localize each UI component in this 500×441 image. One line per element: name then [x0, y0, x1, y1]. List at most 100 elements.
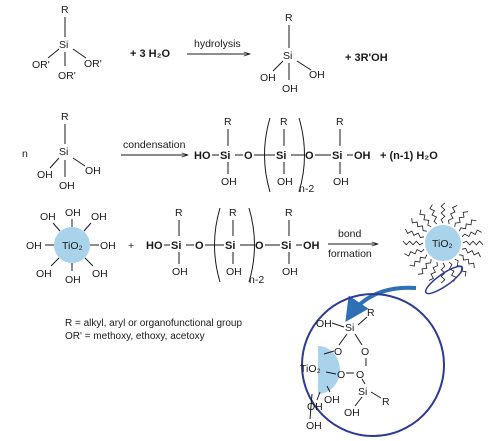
r-label: R [336, 116, 344, 128]
grafted-chain [459, 254, 475, 269]
grafted-chain [440, 202, 446, 224]
repeat-bracket-right [298, 117, 305, 193]
r-label: R [285, 12, 293, 24]
grafted-chain [409, 254, 428, 267]
si-atom: Si [171, 240, 181, 252]
r-label: R [61, 4, 69, 16]
si-atom: Si [283, 50, 292, 62]
zoom-circle [301, 293, 445, 437]
arrow-label-formation: formation [328, 248, 372, 260]
oh-group-left: OH [260, 72, 276, 84]
reaction-hydrolysis: R Si OR' OR' OR' + 3 H₂O hydrolysis R Si… [32, 4, 388, 95]
plus-sign: + [128, 240, 134, 252]
arrow-label-condensation: condensation [123, 139, 186, 151]
repeat-subscript: n-2 [299, 183, 314, 195]
si-atom: Si [59, 39, 68, 51]
arrow-label-bond: bond [338, 228, 362, 240]
particle-label: TiO₂ [62, 240, 83, 252]
hydroxyl: OH [92, 268, 108, 280]
repeat-subscript: n-2 [249, 274, 264, 286]
siloxane-chain: HO Si O Si O Si OH R OH R OH R OH [194, 116, 371, 195]
or-group-right: OR' [84, 58, 102, 70]
or-group-bottom: OR' [58, 70, 76, 82]
tio2-hydroxylated-particle: TiO₂ OH OH OH OH OH OH OH OH [26, 207, 116, 286]
grafted-chain [405, 228, 425, 238]
reaction-condensation: n R Si OH OH OH condensation HO Si O Si … [22, 111, 438, 195]
hydroxyl: OH [65, 274, 81, 286]
oh-group: OH [306, 420, 322, 432]
grafted-chain [411, 217, 427, 232]
grafted-chain [454, 258, 467, 277]
stoichiometric-coefficient: n [22, 148, 28, 160]
bond [272, 60, 284, 72]
oh-group-left: OH [37, 169, 53, 181]
si-atom: Si [332, 150, 342, 162]
bridging-oxygen: O [195, 240, 204, 252]
bridging-oxygen: O [337, 369, 345, 381]
oh-group: OH [226, 266, 242, 278]
r-label: R [61, 111, 69, 123]
silanol-monomer: R Si OH OH OH [37, 111, 101, 192]
grafted-chains [402, 202, 484, 284]
bond [296, 60, 312, 71]
repeat-bracket-left [214, 207, 221, 283]
grafted-chain [402, 240, 424, 246]
hydroxyl: OH [65, 207, 81, 219]
r-label: R [382, 396, 390, 408]
si-atom: Si [220, 150, 230, 162]
grafted-chain [428, 261, 438, 281]
si-atom: Si [59, 146, 68, 158]
oh-group-bottom: OH [282, 83, 298, 95]
or-group-left: OR' [32, 59, 50, 71]
particle-label: TiO₂ [300, 363, 321, 375]
hydroxyl: OH [91, 211, 107, 223]
bond [49, 157, 60, 169]
grafted-chain [417, 259, 432, 275]
r-label: R [175, 207, 183, 219]
bridging-oxygen: O [305, 150, 314, 162]
functionalized-particle: TiO₂ [402, 202, 484, 295]
grafted-chain [454, 211, 469, 227]
tio2-surface [318, 346, 340, 394]
oh-group: OH [333, 176, 349, 188]
particle-label: TiO₂ [432, 238, 453, 250]
water-byproduct: + (n-1) H₂O [380, 150, 438, 162]
hydroxyl: OH [40, 211, 56, 223]
tio2-particle [54, 227, 90, 263]
si-atom: Si [225, 240, 235, 252]
oh-group: OH [307, 401, 323, 413]
si-atom: Si [358, 386, 367, 398]
r-label: R [367, 307, 375, 319]
oh-group-bottom: OH [59, 180, 75, 192]
bridging-oxygen: O [334, 346, 342, 358]
legend-r: R = alkyl, aryl or organofunctional grou… [65, 318, 242, 329]
oh-group-right: OH [85, 165, 101, 177]
grafted-chain [404, 248, 425, 257]
si-atom: Si [276, 150, 286, 162]
oh-group: OH [344, 407, 360, 419]
oh-group: OH [282, 266, 298, 278]
oh-group-right: OH [309, 69, 325, 81]
oh-group: OH [316, 318, 332, 330]
oh-group: OH [172, 266, 188, 278]
r-label: R [224, 116, 232, 128]
hydroxyl: OH [36, 268, 52, 280]
bridging-oxygen: O [244, 150, 253, 162]
r-label: R [285, 207, 293, 219]
oh-group: OH [221, 176, 237, 188]
alcohol-byproduct: + 3R'OH [345, 52, 388, 64]
r-label: R [280, 116, 288, 128]
reaction-bond-formation: TiO₂ OH OH OH OH OH OH OH OH + HO Si O [26, 202, 484, 295]
oh-end: OH [303, 240, 320, 252]
bridging-oxygen: O [356, 369, 364, 381]
grafted-chain [462, 240, 484, 246]
legend: R = alkyl, aryl or organofunctional grou… [65, 318, 242, 342]
zoomed-surface-bonding: TiO₂ OH Si R O O O O Si R OH OH OH OH [300, 293, 445, 437]
bridging-oxygen: O [361, 346, 369, 358]
arrow-label-hydrolysis: hydrolysis [194, 38, 241, 50]
grafted-chain [448, 205, 458, 225]
grafted-chain [458, 219, 477, 232]
r-label: R [229, 207, 237, 219]
bond [72, 48, 87, 59]
